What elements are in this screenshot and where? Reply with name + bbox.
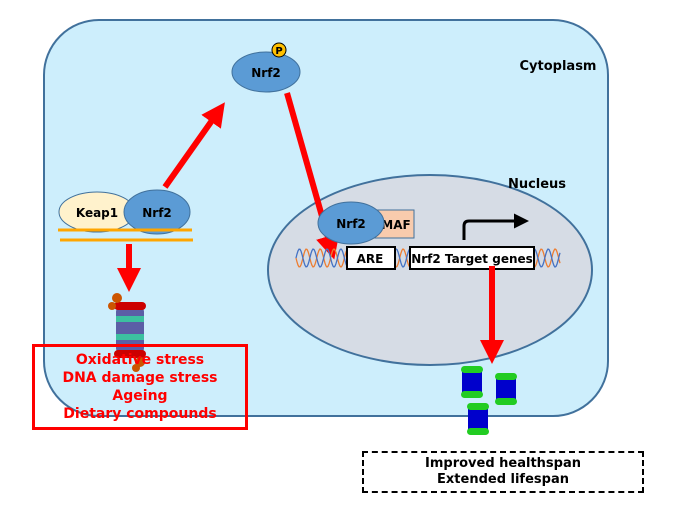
nrf2-bound-label: Nrf2 bbox=[142, 206, 172, 220]
cytoplasm-label: Cytoplasm bbox=[520, 59, 597, 74]
release-arrow bbox=[162, 102, 225, 189]
keap1-label: Keap1 bbox=[76, 206, 118, 220]
stressors-box: Oxidative stress DNA damage stress Agein… bbox=[32, 344, 248, 430]
target-genes-label: Nrf2 Target genes bbox=[411, 252, 533, 266]
stressor-item: Ageing bbox=[112, 388, 168, 404]
protein-products-icon bbox=[461, 366, 517, 435]
transcription-start-icon bbox=[462, 213, 529, 240]
nrf2-nuclear-label: Nrf2 bbox=[336, 217, 366, 231]
nrf2-phospho-protein bbox=[231, 51, 301, 93]
are-label: ARE bbox=[357, 252, 384, 266]
stressor-item: Dietary compounds bbox=[63, 406, 217, 422]
stressor-item: DNA damage stress bbox=[62, 370, 218, 386]
outcome-item: Extended lifespan bbox=[437, 472, 569, 487]
phospho-tag: P bbox=[275, 46, 282, 57]
proteasome-icon bbox=[108, 293, 146, 372]
phosphate-icon bbox=[271, 42, 287, 58]
nrf2-bound-protein bbox=[123, 189, 191, 235]
target-genes-element bbox=[409, 246, 535, 270]
nrf2-phospho-label: Nrf2 bbox=[251, 66, 281, 80]
outcome-item: Improved healthspan bbox=[425, 456, 581, 471]
are-element bbox=[346, 246, 396, 270]
stressor-item: Oxidative stress bbox=[75, 352, 205, 368]
nrf2-nuclear-protein bbox=[317, 201, 385, 245]
maf-label: MAF bbox=[381, 218, 410, 232]
outcomes-box: Improved healthspan Extended lifespan bbox=[362, 451, 644, 493]
nucleus-label: Nucleus bbox=[508, 177, 566, 192]
